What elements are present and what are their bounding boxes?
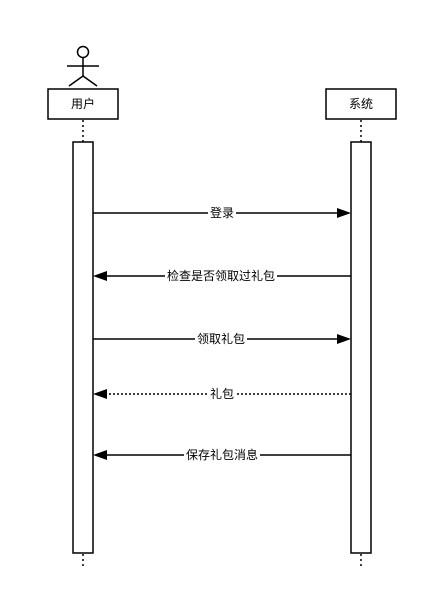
message-label-background	[207, 205, 237, 220]
arrowhead-icon	[337, 208, 351, 218]
message-label: 登录	[210, 205, 234, 220]
arrowhead-icon	[337, 334, 351, 344]
participant-user[interactable]: 用户	[47, 88, 119, 120]
message-4[interactable]: 礼包	[93, 386, 351, 401]
arrowhead-icon	[93, 389, 107, 399]
arrowhead-icon	[93, 271, 107, 281]
message-3[interactable]: 领取礼包	[93, 331, 351, 346]
message-label: 领取礼包	[197, 331, 245, 346]
message-label: 礼包	[210, 386, 234, 401]
activation-system[interactable]	[350, 141, 372, 554]
message-label-background	[183, 447, 261, 462]
message-label-background	[207, 386, 237, 401]
participant-system[interactable]: 系统	[325, 88, 397, 120]
message-label-background	[164, 268, 278, 283]
message-label: 保存礼包消息	[186, 447, 258, 462]
participant-system-label: 系统	[349, 97, 373, 111]
activation-user[interactable]	[72, 141, 94, 554]
actor-icon	[67, 45, 99, 87]
arrowhead-icon	[93, 450, 107, 460]
message-5[interactable]: 保存礼包消息	[93, 447, 351, 462]
participant-user-label: 用户	[71, 96, 95, 111]
message-2[interactable]: 检查是否领取过礼包	[93, 268, 351, 283]
message-label-background	[194, 331, 248, 346]
message-1[interactable]: 登录	[93, 205, 351, 220]
message-label: 检查是否领取过礼包	[167, 268, 275, 283]
